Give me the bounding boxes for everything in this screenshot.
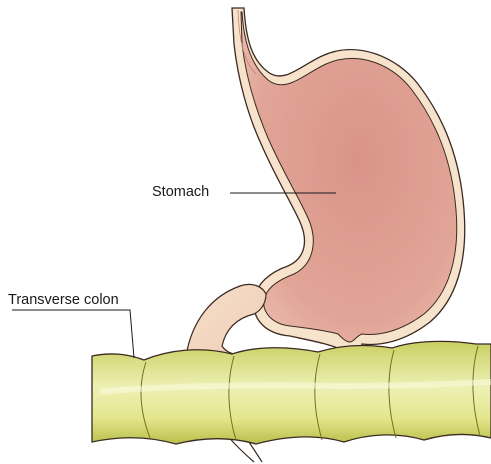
stomach <box>232 8 465 356</box>
stomach-inner-lumen <box>241 12 457 342</box>
colon-label-group: Transverse colon <box>8 292 134 358</box>
stomach-label: Stomach <box>152 184 209 200</box>
omentum-band <box>186 284 266 356</box>
transverse-colon-label: Transverse colon <box>8 292 119 308</box>
colon-body <box>92 341 491 444</box>
transverse-colon <box>92 341 491 444</box>
colon-leader-line <box>12 310 134 358</box>
